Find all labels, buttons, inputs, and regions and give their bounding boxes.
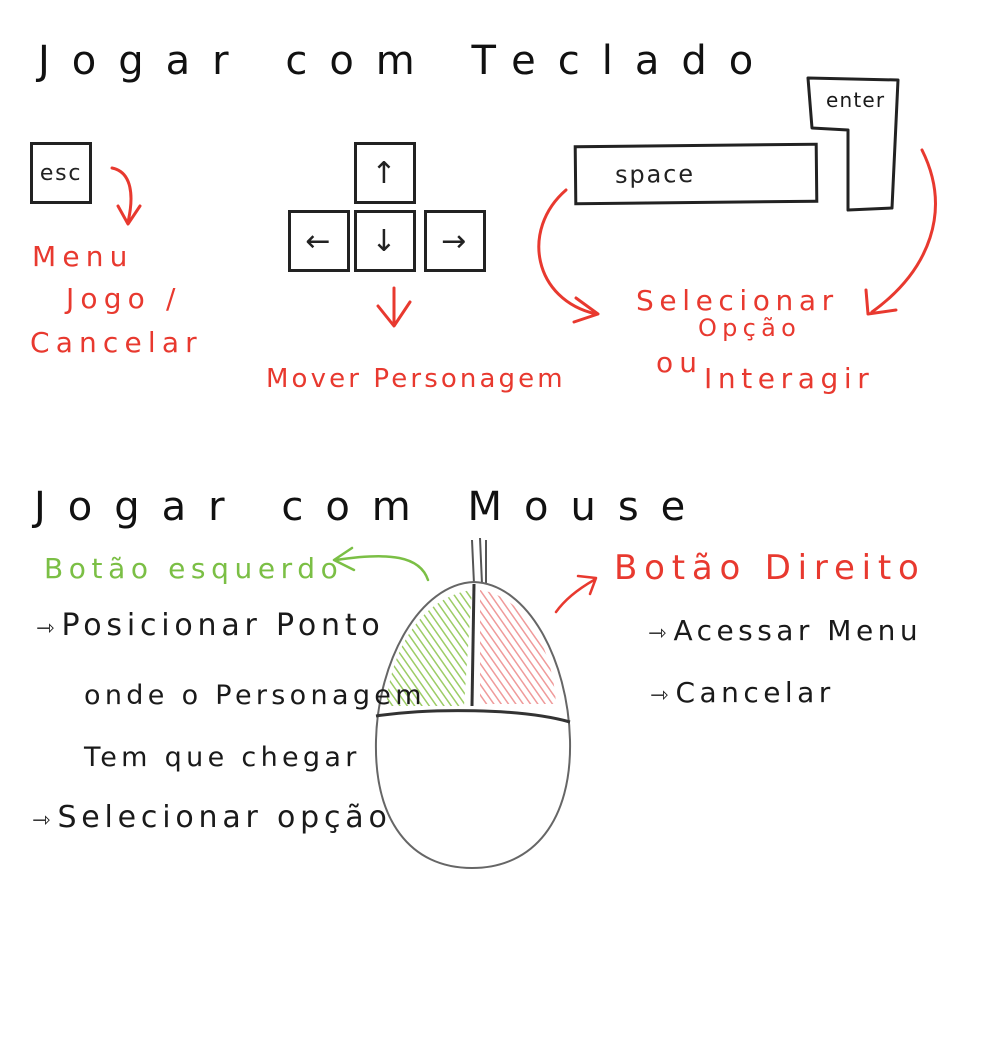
- arrow-up-right-icon: [554, 578, 596, 614]
- left-action-1-text: Posicionar Ponto: [61, 608, 385, 643]
- button-divider: [470, 583, 476, 707]
- right-action-1-text: Acessar Menu: [673, 614, 923, 647]
- curved-arrow-left-icon: [334, 555, 430, 582]
- down-arrow-key: ↓: [354, 210, 416, 272]
- arrows-action: Mover Personagem: [266, 364, 566, 394]
- select-action-line-4: Interagir: [704, 362, 875, 395]
- arrow-right-icon: ⇾: [36, 616, 62, 641]
- right-button-fill: [480, 590, 556, 704]
- esc-action-line-3: Cancelar: [30, 326, 203, 359]
- left-arrow-key: ←: [288, 210, 350, 272]
- left-action-1-cont-b: Tem que chegar: [84, 742, 361, 773]
- keyboard-title: Jogar com Teclado: [38, 38, 776, 84]
- up-arrow-key: ↑: [354, 142, 416, 204]
- right-arrow-key: →: [424, 210, 486, 272]
- enter-key-label: enter: [826, 88, 886, 112]
- right-action-2-text: Cancelar: [675, 676, 835, 709]
- right-button-label: Botão Direito: [614, 548, 926, 588]
- mouse-cable: [471, 537, 487, 585]
- curved-arrow-icon-2: [870, 148, 937, 314]
- mouse-title: Jogar com Mouse: [34, 484, 708, 530]
- mouse-split-line: [375, 709, 571, 724]
- esc-action-line-1: Menu: [32, 240, 134, 273]
- esc-key-label: esc: [39, 160, 83, 186]
- right-arrow-icon: →: [441, 223, 469, 259]
- up-arrow-icon: ↑: [371, 155, 399, 191]
- right-action-1: ⇾ Acessar Menu: [648, 614, 922, 647]
- left-action-2: ⇾ Selecionar opção: [32, 800, 392, 835]
- down-arrow-icon: ↓: [371, 223, 399, 259]
- esc-action-line-2: Jogo /: [66, 282, 182, 315]
- curved-arrow-down-icon: [110, 166, 133, 224]
- select-action-line-2: Opção: [698, 314, 802, 342]
- left-button-fill: [386, 590, 472, 706]
- right-action-2: ⇾ Cancelar: [650, 676, 835, 709]
- arrow-right-icon-2: ⇾: [32, 808, 58, 833]
- curved-arrow-icon: [537, 188, 598, 316]
- left-button-label: Botão esquerdo: [44, 552, 344, 585]
- left-action-2-text: Selecionar opção: [57, 800, 392, 835]
- left-arrow-icon: ←: [305, 223, 333, 259]
- esc-key: esc: [30, 142, 92, 204]
- arrow-right-icon-4: ⇾: [650, 683, 676, 708]
- left-action-1-cont-a: onde o Personagem: [84, 680, 426, 711]
- select-action-line-1: Selecionar: [636, 284, 839, 317]
- arrow-right-icon-3: ⇾: [648, 621, 674, 646]
- left-action-1: ⇾ Posicionar Ponto: [36, 608, 385, 643]
- select-action-line-3: ou: [656, 346, 704, 379]
